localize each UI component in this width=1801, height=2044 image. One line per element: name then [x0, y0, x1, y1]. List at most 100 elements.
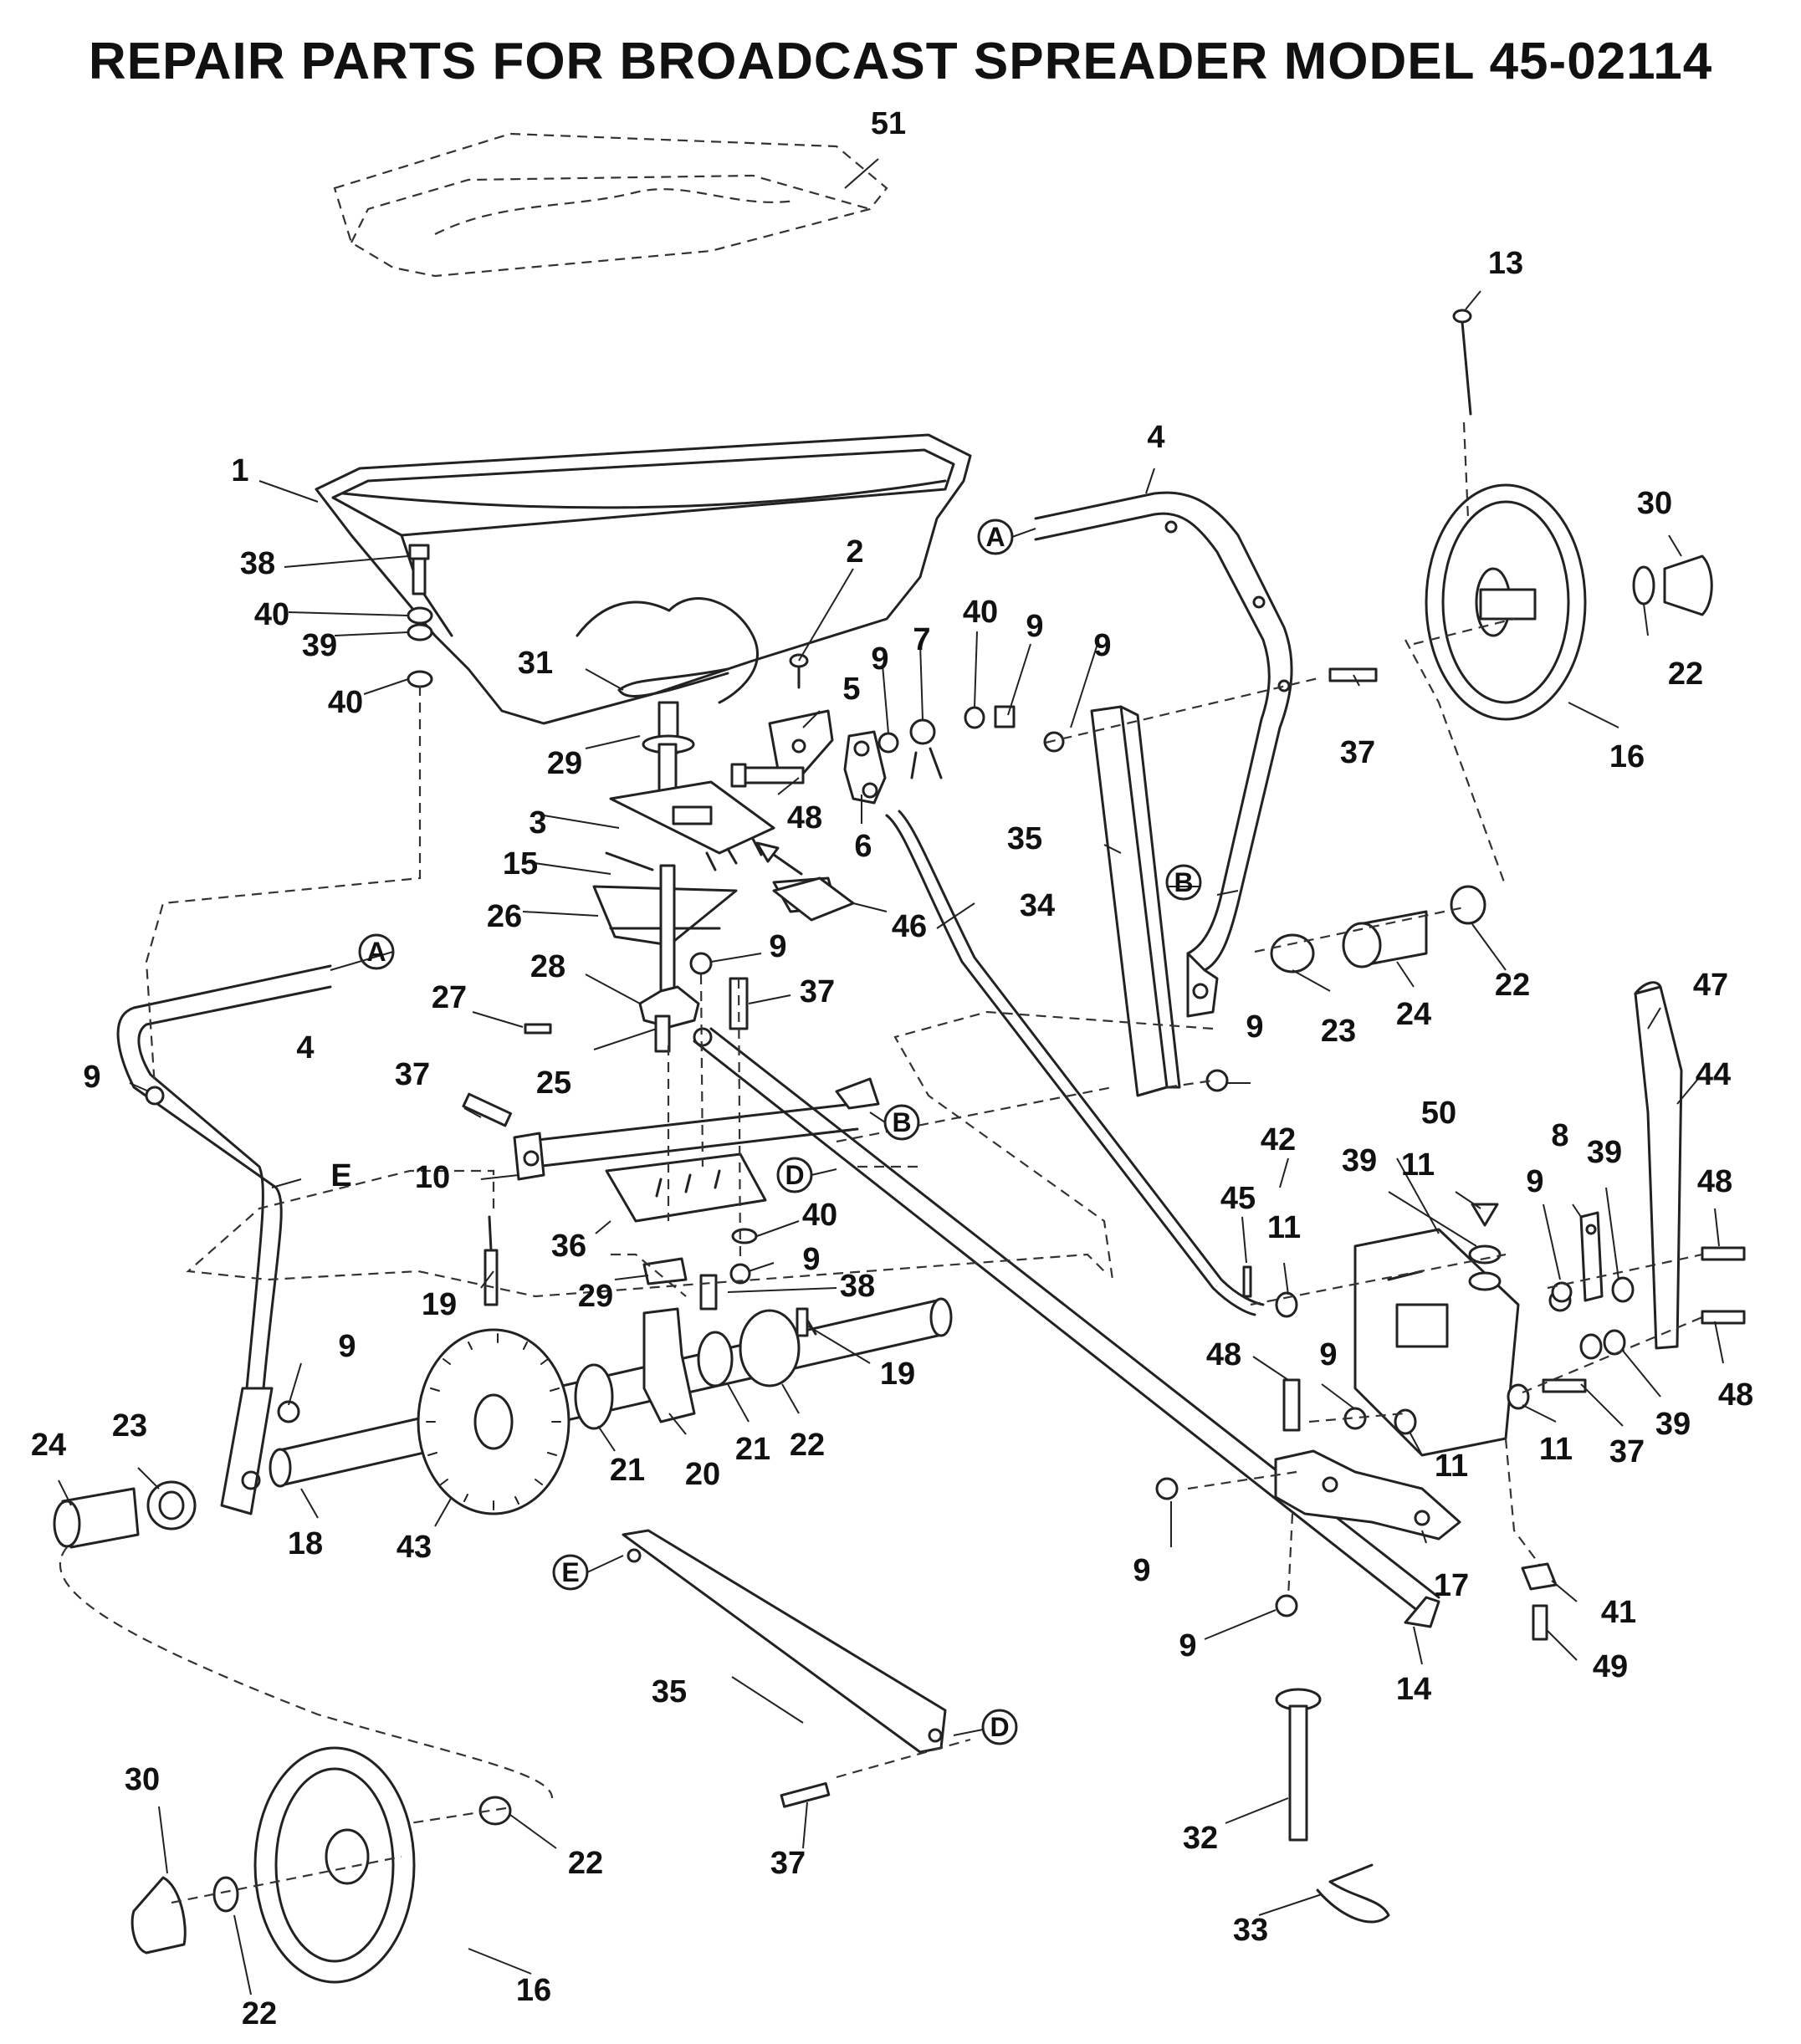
ref-A-left: A [366, 937, 386, 967]
label-9-e: 9 [1246, 1009, 1263, 1045]
label-16-left: 16 [516, 1973, 551, 2008]
label-2: 2 [846, 534, 863, 570]
bolts [462, 667, 1587, 1808]
label-9-g: 9 [1526, 1164, 1543, 1199]
label-7: 7 [913, 622, 930, 657]
label-9-d: 9 [769, 929, 786, 964]
label-49: 49 [1593, 1649, 1628, 1684]
label-31: 31 [518, 646, 553, 681]
label-51: 51 [871, 106, 906, 141]
label-42: 42 [1261, 1122, 1296, 1157]
label-9-i: 9 [338, 1329, 356, 1364]
label-30-left: 30 [125, 1762, 160, 1797]
ref-A-right: A [985, 522, 1005, 552]
label-33: 33 [1233, 1913, 1268, 1948]
ref-markers [330, 519, 1202, 1745]
clip [617, 653, 809, 698]
label-26: 26 [487, 899, 522, 934]
part-labels: 51 13 1 4 38 2 30 40 40 9 39 7 9 31 9 22… [31, 106, 1753, 2031]
label-27: 27 [432, 980, 467, 1015]
label-38-upper: 38 [240, 546, 275, 581]
label-40-lower: 40 [802, 1198, 837, 1233]
label-22-left: 22 [242, 1996, 277, 2031]
label-19-right: 19 [880, 1357, 915, 1392]
label-8: 8 [1551, 1118, 1568, 1153]
label-22-right-mid: 22 [1495, 968, 1530, 1003]
page-title: REPAIR PARTS FOR BROADCAST SPREADER MODE… [88, 33, 1713, 90]
label-18: 18 [288, 1526, 323, 1561]
label-1: 1 [231, 453, 248, 488]
axle-assembly [269, 1215, 953, 1515]
label-44: 44 [1696, 1057, 1731, 1092]
label-3: 3 [529, 805, 546, 841]
label-39-b: 39 [1342, 1143, 1377, 1178]
label-20: 20 [685, 1457, 720, 1492]
label-23-right: 23 [1321, 1014, 1356, 1049]
label-9-b: 9 [1093, 628, 1111, 663]
assembly-paths [59, 422, 1703, 1904]
label-19-left: 19 [422, 1287, 457, 1322]
nuts [145, 731, 1572, 1617]
label-34: 34 [1020, 888, 1055, 923]
label-48-d: 48 [1718, 1377, 1753, 1413]
label-48-c: 48 [1206, 1337, 1241, 1372]
label-11-d: 11 [1435, 1449, 1468, 1484]
ref-E-lower: E [561, 1557, 579, 1587]
wheel-right [1425, 309, 1713, 721]
handle-left [116, 964, 332, 1515]
label-17: 17 [1434, 1568, 1469, 1603]
label-41: 41 [1601, 1595, 1636, 1630]
label-9-l: 9 [1179, 1628, 1196, 1663]
label-28: 28 [530, 949, 565, 984]
label-39-c: 39 [1587, 1135, 1622, 1170]
label-9-f: 9 [83, 1060, 100, 1095]
label-23-left: 23 [112, 1408, 147, 1444]
label-45: 45 [1220, 1181, 1256, 1216]
label-22-left-right: 22 [568, 1846, 603, 1881]
label-22-right-top: 22 [1668, 657, 1703, 692]
label-39-upper: 39 [302, 628, 337, 663]
label-36: 36 [551, 1229, 586, 1264]
label-40-left: 40 [328, 685, 363, 720]
label-25: 25 [536, 1065, 571, 1101]
label-24-right: 24 [1396, 997, 1431, 1032]
label-24-left: 24 [31, 1428, 66, 1463]
label-37-a: 37 [1340, 735, 1375, 770]
label-48-b: 48 [1697, 1164, 1732, 1199]
label-15: 15 [503, 846, 538, 881]
label-43: 43 [397, 1530, 432, 1565]
cover-outline [333, 132, 888, 278]
leader-lines [58, 158, 1724, 1995]
label-46: 46 [892, 909, 927, 944]
label-11-c: 11 [1539, 1432, 1573, 1467]
label-9-c: 9 [871, 641, 888, 677]
label-4-left: 4 [296, 1030, 314, 1065]
label-40-mid: 40 [963, 595, 998, 630]
label-14: 14 [1396, 1672, 1431, 1707]
wheel-left [130, 1746, 512, 1984]
label-29-lower: 29 [578, 1279, 613, 1314]
label-16-right: 16 [1609, 739, 1645, 774]
label-37-d: 37 [1609, 1434, 1645, 1469]
agitator-assembly [524, 701, 775, 1053]
ref-B-left: B [892, 1107, 911, 1137]
clevis-pin [1275, 1688, 1390, 1924]
lever-assembly [1242, 981, 1746, 1435]
label-39-d: 39 [1655, 1407, 1691, 1442]
label-50: 50 [1421, 1096, 1456, 1131]
pad [755, 841, 855, 922]
ref-D-upper: D [785, 1160, 804, 1190]
label-37-c: 37 [395, 1057, 430, 1092]
linkage-hardware [730, 705, 1016, 913]
label-48-a: 48 [787, 800, 822, 835]
label-21-right: 21 [735, 1432, 770, 1467]
control-rod [885, 810, 1265, 1316]
label-6: 6 [854, 829, 872, 864]
label-11-a: 11 [1401, 1147, 1435, 1183]
ref-B-right: B [1174, 867, 1193, 897]
label-37-b: 37 [800, 974, 835, 1009]
label-35-upper: 35 [1007, 821, 1042, 856]
axle-parts-left [53, 1480, 197, 1549]
label-40-upper: 40 [254, 597, 289, 632]
